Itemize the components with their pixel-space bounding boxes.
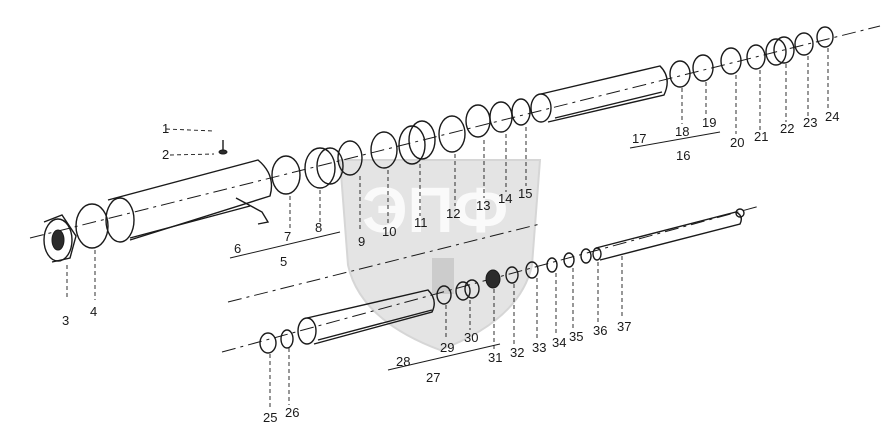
- part-26-ring: [280, 329, 294, 349]
- lower-assembly: [259, 208, 745, 354]
- part-13-ring: [465, 104, 491, 138]
- callout-labels: 1 2 3 4 5 6 7 8 9 10 11 12 13 14 15 16 1…: [62, 109, 839, 425]
- callout-17: 17: [632, 131, 646, 146]
- part-24-ring: [816, 26, 834, 48]
- callout-32: 32: [510, 345, 524, 360]
- part-12-ring: [438, 115, 466, 153]
- part-8-bushing: [304, 147, 344, 189]
- bracket-27: [387, 343, 501, 371]
- callout-6: 6: [234, 241, 241, 256]
- upper-axis: [29, 25, 881, 239]
- callout-31: 31: [488, 350, 502, 365]
- callout-11: 11: [414, 215, 428, 230]
- watermark-logo: ЭПФ: [338, 159, 542, 352]
- part-3-end-cap: [43, 214, 77, 263]
- part-33-ring: [525, 261, 539, 279]
- part-36-ring: [580, 248, 592, 264]
- callout-26: 26: [285, 405, 299, 420]
- callout-2: 2: [162, 147, 169, 162]
- part-34-ring: [546, 257, 558, 273]
- part-10-ring: [370, 131, 398, 169]
- callout-3: 3: [62, 313, 69, 328]
- part-15-ring: [511, 98, 531, 126]
- part-37-piston-rod: [592, 208, 745, 261]
- callout-10: 10: [382, 224, 396, 239]
- callout-7: 7: [284, 229, 291, 244]
- callout-15: 15: [518, 186, 532, 201]
- part-19-ring: [692, 54, 714, 82]
- part-32-ring: [505, 266, 519, 284]
- callout-13: 13: [476, 198, 490, 213]
- callout-29: 29: [440, 340, 454, 355]
- callout-22: 22: [780, 121, 794, 136]
- callout-25: 25: [263, 410, 277, 425]
- part-20-nut: [720, 47, 742, 75]
- part-17-tube: [530, 65, 668, 123]
- callout-27: 27: [426, 370, 440, 385]
- callout-28: 28: [396, 354, 410, 369]
- callout-16: 16: [676, 148, 690, 163]
- callout-4: 4: [90, 304, 97, 319]
- part-7-ring: [271, 155, 301, 195]
- callout-21: 21: [754, 129, 768, 144]
- callout-33: 33: [532, 340, 546, 355]
- part-35-ring: [563, 252, 575, 268]
- callout-30: 30: [464, 330, 478, 345]
- callout-35: 35: [569, 329, 583, 344]
- callout-24: 24: [825, 109, 839, 124]
- part-9-ring: [337, 140, 363, 176]
- callout-19: 19: [702, 115, 716, 130]
- part-6-cylinder-barrel: [105, 159, 273, 243]
- part-14-ring: [489, 101, 513, 133]
- callout-9: 9: [358, 234, 365, 249]
- part-18-ring: [669, 60, 691, 88]
- callout-37: 37: [617, 319, 631, 334]
- callout-8: 8: [315, 220, 322, 235]
- bracket-16: [629, 131, 721, 149]
- part-28-tube: [297, 289, 435, 345]
- part-21-ring: [746, 44, 766, 70]
- bracket-5: [229, 231, 341, 259]
- group-brackets: [229, 131, 721, 371]
- callout-20: 20: [730, 135, 744, 150]
- part-22-bushing: [765, 36, 795, 66]
- part-30-bushing: [455, 279, 480, 301]
- callout-14: 14: [498, 191, 512, 206]
- part-31-nut: [485, 269, 501, 289]
- callout-23: 23: [803, 115, 817, 130]
- upper-assembly: [43, 26, 834, 263]
- callout-18: 18: [675, 124, 689, 139]
- leader-lines: [66, 48, 829, 408]
- callout-5: 5: [280, 254, 287, 269]
- part-11-piston: [398, 120, 436, 165]
- callout-1: 1: [162, 121, 169, 136]
- part-25-ring: [259, 332, 277, 354]
- part-29-ring: [436, 285, 452, 305]
- callout-34: 34: [552, 335, 566, 350]
- part-4-ring: [75, 203, 109, 249]
- callout-36: 36: [593, 323, 607, 338]
- part-1-2-bolt: [165, 128, 228, 156]
- callout-12: 12: [446, 206, 460, 221]
- part-23-ring: [794, 32, 814, 56]
